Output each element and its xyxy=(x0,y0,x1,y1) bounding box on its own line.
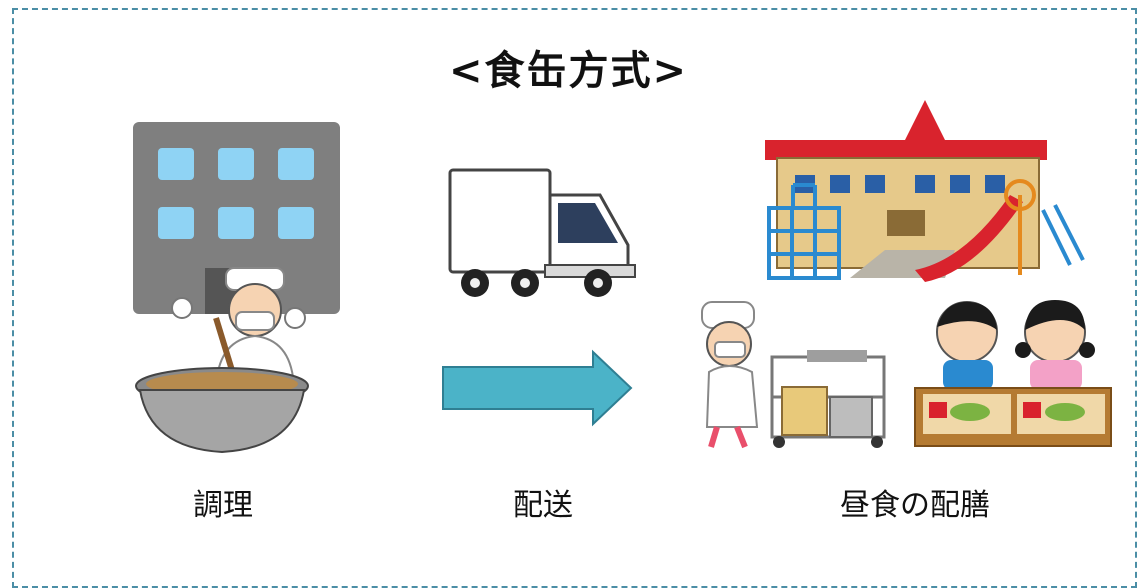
server-with-cart-icon xyxy=(701,301,886,449)
delivery-truck-icon xyxy=(448,168,636,297)
arrow-right-icon xyxy=(442,349,633,427)
step-label-cooking: 調理 xyxy=(193,488,253,523)
step-label-delivery: 配送 xyxy=(513,488,573,523)
step-label-lunch-serving: 昼食の配膳 xyxy=(840,488,990,523)
children-eating-lunch-icon xyxy=(914,300,1112,447)
diagram-title: <食缶方式> xyxy=(448,48,689,94)
school-building-icon xyxy=(765,100,1085,282)
cook-stirring-pot-icon xyxy=(135,267,309,454)
factory-building-icon xyxy=(133,122,340,314)
